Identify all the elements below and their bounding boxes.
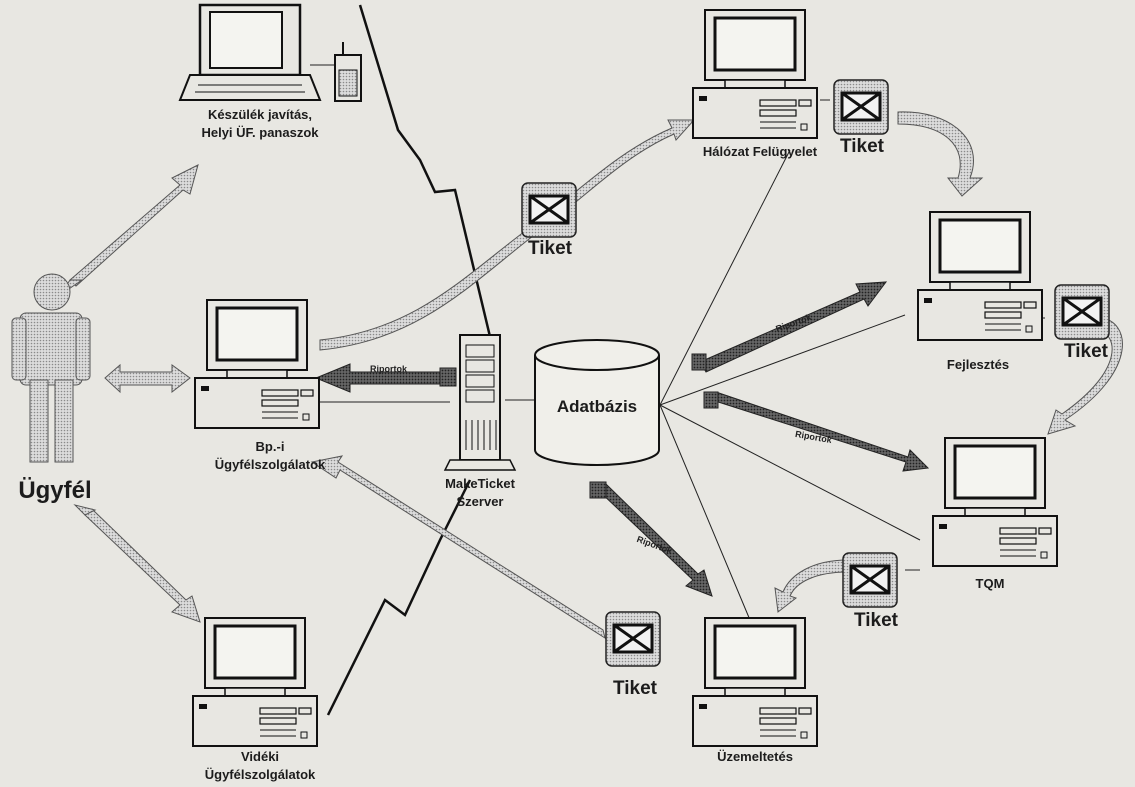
computer-bp [193, 298, 321, 430]
label-ops: Üzemeltetés [717, 749, 793, 764]
label-repair: Készülék javítás, Helyi ÜF. panaszok [201, 107, 319, 140]
tiket-label-3: Tiket [1063, 341, 1108, 362]
server-icon [443, 334, 517, 471]
computer-dev [916, 210, 1044, 342]
computer-network [691, 8, 819, 140]
label-client: Ügyfél [18, 477, 92, 504]
tiket-label-1: Tiket [527, 238, 572, 259]
ticket-envelope-4 [841, 551, 899, 609]
label-server: MakeTicket Szerver [445, 476, 515, 509]
laptop-icon [178, 3, 322, 101]
label-rural: Vidéki Ügyfélszolgálatok [204, 749, 316, 782]
flow-arrows [59, 111, 1123, 640]
label-dev: Fejlesztés [946, 357, 1010, 372]
report-arrows [314, 281, 930, 597]
label-tqm: TQM [975, 576, 1005, 591]
database-icon [534, 339, 660, 466]
ticket-envelope-5 [604, 610, 662, 668]
label-bp: Bp.-i Ügyfélszolgálatok [214, 439, 326, 472]
mobile-phone-icon [334, 42, 362, 102]
wireless-link-bottom [326, 479, 472, 716]
connection-lines [310, 64, 1045, 621]
label-network: Hálózat Felügyelet [702, 144, 818, 159]
ticket-envelope-3 [1053, 283, 1111, 341]
ticket-envelope-2 [832, 78, 890, 136]
computer-tqm [931, 436, 1059, 568]
riportok-label-1: Riportok [370, 364, 407, 374]
client-person-icon [11, 273, 91, 463]
computer-rural [191, 616, 319, 748]
ticket-envelope-1 [520, 181, 578, 239]
tiket-label-4: Tiket [853, 610, 898, 631]
tiket-label-5: Tiket [612, 678, 657, 699]
tiket-label-2: Tiket [839, 136, 884, 157]
computer-ops [691, 616, 819, 748]
wireless-link-top [358, 4, 494, 346]
label-database: Adatbázis [556, 397, 638, 416]
